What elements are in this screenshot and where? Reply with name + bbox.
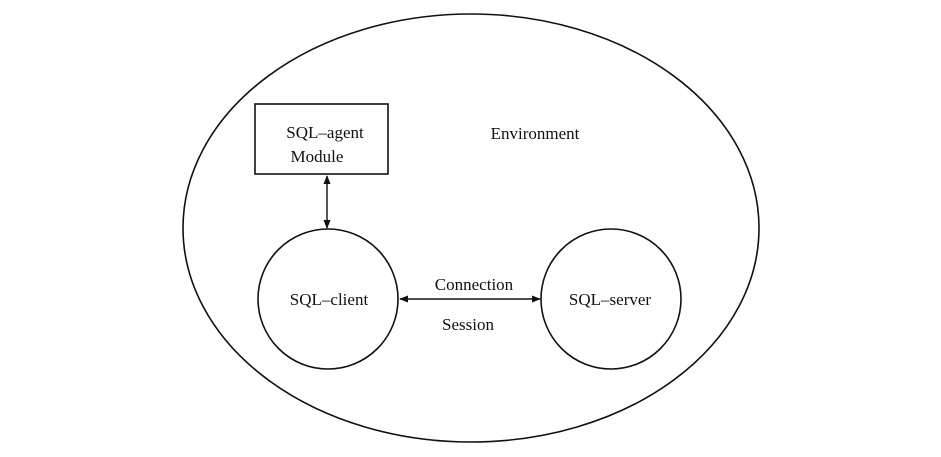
- server-label: SQL–server: [569, 290, 651, 309]
- connection-label: Connection: [435, 275, 514, 294]
- environment-boundary: [182, 13, 760, 443]
- agent-module-box: [254, 103, 389, 175]
- session-label: Session: [442, 315, 494, 334]
- environment-label: Environment: [491, 124, 580, 143]
- client-label: SQL–client: [290, 290, 369, 309]
- server-circle: [540, 228, 682, 370]
- agent-module-label-line2: Module: [291, 147, 344, 166]
- client-circle: [257, 228, 399, 370]
- agent-module-label-line1: SQL–agent: [286, 123, 364, 142]
